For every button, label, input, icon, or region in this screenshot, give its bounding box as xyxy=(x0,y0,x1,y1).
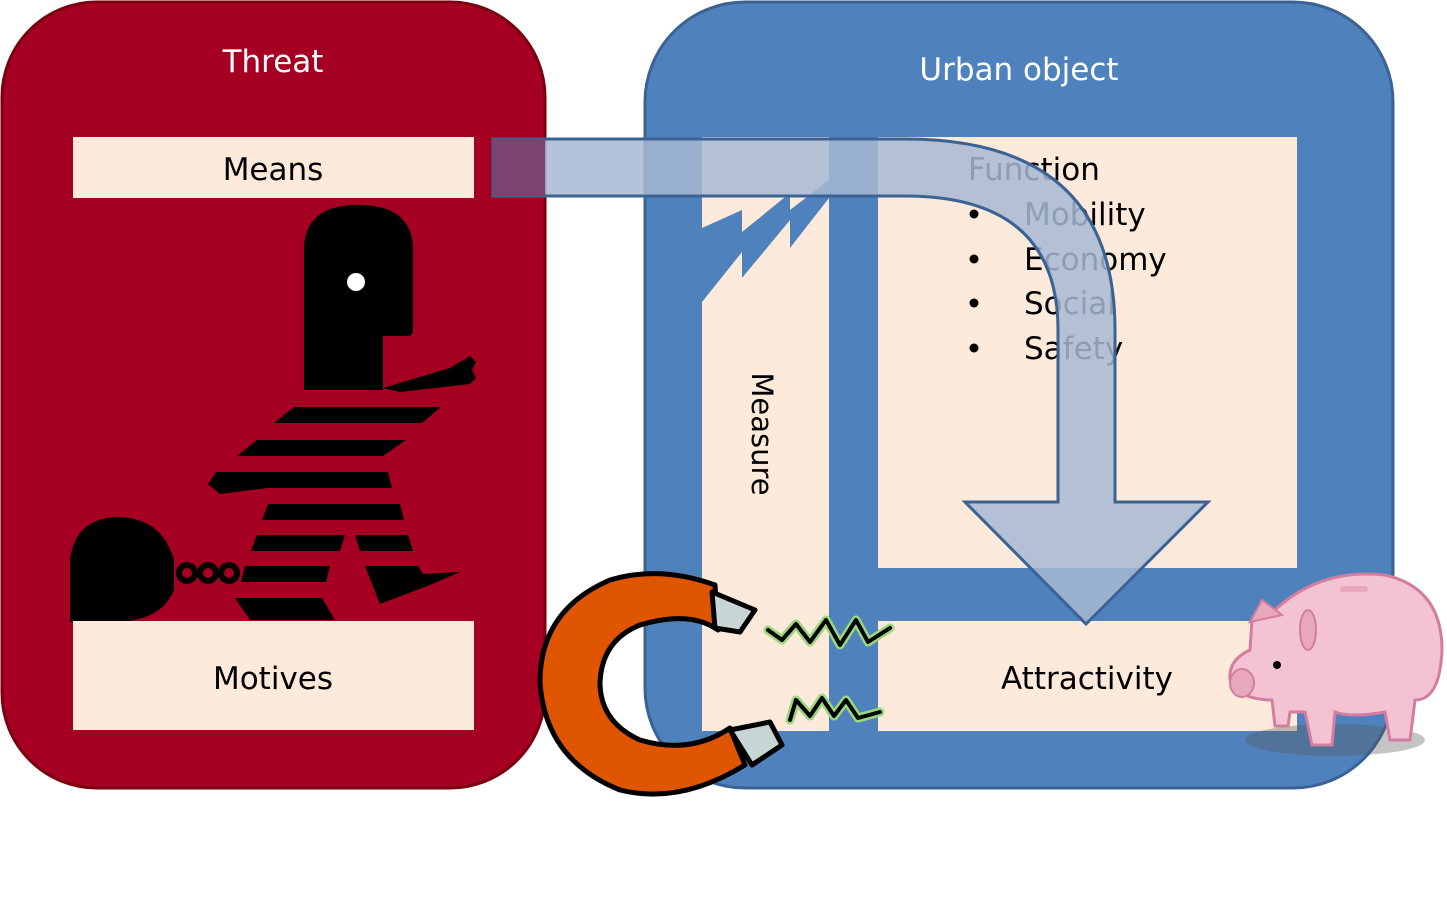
threat-title: Threat xyxy=(222,44,324,80)
attractivity-label: Attractivity xyxy=(1001,661,1173,697)
means-label: Means xyxy=(223,152,324,188)
bent-arrow-icon xyxy=(491,137,1212,627)
bullet-icon xyxy=(969,209,979,219)
lightning-bolt-icon xyxy=(702,137,829,302)
means-panel xyxy=(73,137,474,198)
arrow-overlap xyxy=(493,139,545,196)
bullet-icon xyxy=(969,343,979,353)
measure-label: Measure xyxy=(745,372,779,495)
urban-object-title: Urban object xyxy=(919,52,1118,88)
bullet-icon xyxy=(969,298,979,308)
attractivity-panel xyxy=(878,621,1297,731)
motives-label: Motives xyxy=(213,661,333,697)
motives-panel xyxy=(73,621,474,730)
bullet-icon xyxy=(969,254,979,264)
prisoner-with-ball-and-chain-icon xyxy=(70,205,476,622)
magnet-icon xyxy=(537,571,785,797)
piggy-bank-icon xyxy=(1228,572,1444,756)
